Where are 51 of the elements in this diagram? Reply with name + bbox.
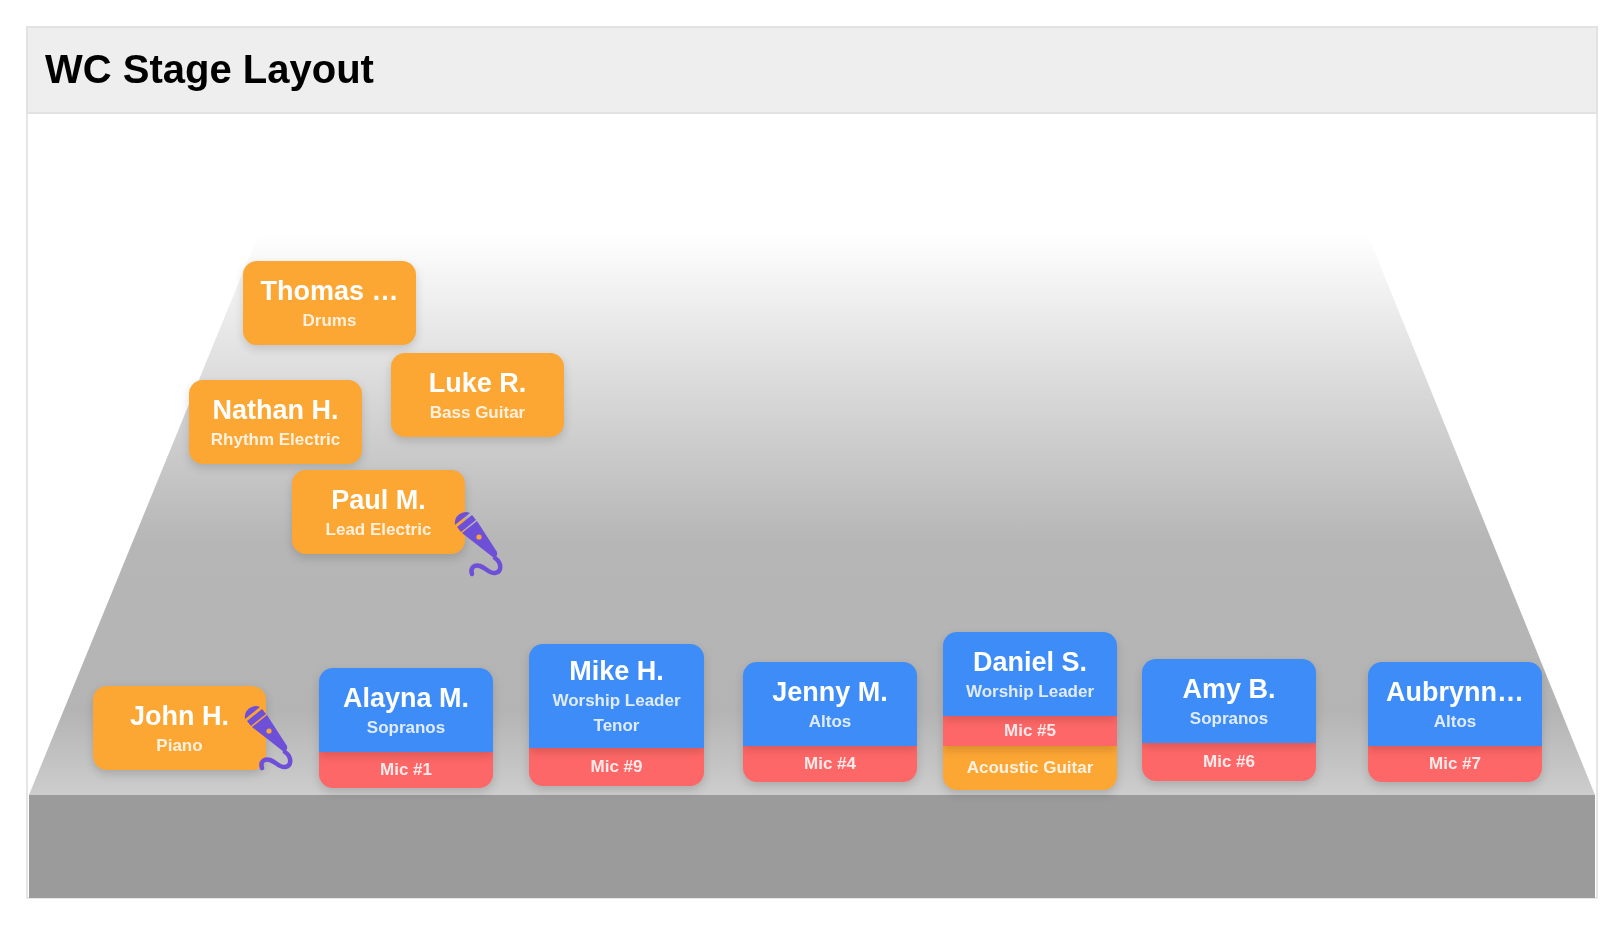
person-name: Alayna M. — [342, 681, 469, 714]
mic-card — [743, 746, 917, 782]
person-name: Thomas … — [260, 274, 399, 307]
person-name: John H. — [130, 699, 229, 732]
instrument-label: Acoustic Guitar — [966, 758, 1094, 778]
singer-card — [319, 668, 493, 752]
singer-card — [1142, 659, 1316, 743]
person-name: Mike H. — [569, 655, 664, 687]
mic-card — [1368, 746, 1542, 782]
person-name: Luke R. — [428, 366, 527, 399]
mic-number: Mic #1 — [380, 760, 432, 780]
mic-number: Mic #9 — [590, 757, 643, 777]
musician-card — [93, 686, 266, 770]
musician-card — [189, 380, 362, 464]
musician-card — [292, 470, 465, 554]
singer-card — [943, 632, 1117, 716]
role-text: Sopranos — [1189, 707, 1269, 730]
role-text: Altos — [1433, 710, 1477, 733]
mic-number: Mic #7 — [1429, 754, 1481, 774]
person-name: Paul M. — [331, 483, 426, 516]
singer-card — [529, 644, 704, 748]
microphone-icon — [242, 704, 294, 772]
role-text: Tenor — [593, 715, 640, 737]
role-text: Piano — [156, 734, 203, 757]
musician-card — [243, 261, 416, 345]
role-text: Sopranos — [366, 716, 446, 739]
mic-card — [319, 752, 493, 788]
person-name: Nathan H. — [212, 393, 339, 426]
role-text: Worship Leader — [965, 680, 1095, 703]
role-text: Drums — [302, 309, 357, 332]
person-name: Amy B. — [1182, 672, 1276, 705]
person-name: Daniel S. — [972, 645, 1087, 678]
person-name: Jenny M. — [772, 675, 888, 708]
role-text: Bass Guitar — [429, 401, 526, 424]
mic-number: Mic #5 — [1004, 721, 1056, 741]
musician-card — [391, 353, 564, 437]
role-text: Altos — [808, 710, 852, 733]
mic-card — [529, 748, 704, 786]
mic-number: Mic #6 — [1203, 752, 1255, 772]
role-text: Worship Leader — [552, 690, 681, 712]
singer-card — [743, 662, 917, 746]
mic-card — [943, 716, 1117, 746]
role-text: Rhythm Electric — [210, 428, 341, 451]
instrument-card — [943, 746, 1117, 790]
microphone-icon — [452, 510, 504, 578]
person-name: Aubrynn… — [1386, 675, 1524, 708]
role-text: Lead Electric — [325, 518, 432, 541]
mic-card — [1142, 743, 1316, 781]
singer-card — [1368, 662, 1542, 746]
mic-number: Mic #4 — [804, 754, 856, 774]
page-title: WC Stage Layout — [45, 46, 374, 92]
